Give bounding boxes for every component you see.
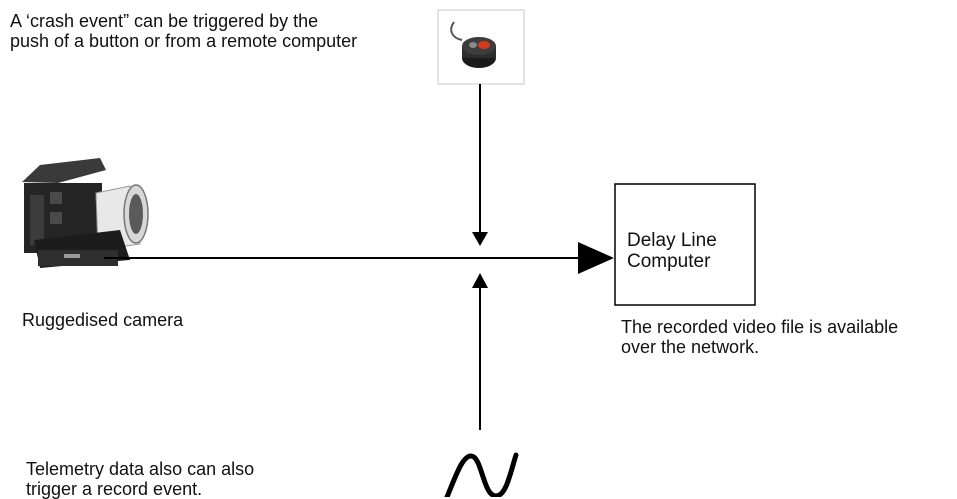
network-note-line-2: over the network. [621, 337, 760, 357]
arrowhead-up [472, 273, 488, 288]
crash-note-line-2: push of a button or from a remote comput… [10, 31, 358, 51]
arrowhead-right [578, 242, 614, 274]
camera-icon [22, 158, 149, 268]
box-label-line-2: Computer [627, 251, 711, 272]
arrowhead-down [472, 232, 488, 246]
delay-line-computer-label: Delay Line Computer [627, 230, 717, 272]
crash-button-icon [437, 9, 525, 85]
box-label-line-1: Delay Line [627, 230, 717, 251]
camera-label: Ruggedised camera [22, 310, 184, 330]
network-note: The recorded video file is available ove… [621, 317, 898, 357]
crash-event-note: A ‘crash event” can be triggered by the … [10, 11, 357, 51]
network-note-line-1: The recorded video file is available [621, 317, 899, 337]
telemetry-waveform-icon [444, 452, 519, 497]
delay-line-computer-box [614, 183, 756, 306]
crash-note-line-1: A ‘crash event” can be triggered by the [10, 11, 319, 31]
telemetry-note-line-1: Telemetry data also can also [26, 459, 255, 479]
telemetry-note: Telemetry data also can also trigger a r… [26, 459, 254, 499]
telemetry-note-line-2: trigger a record event. [26, 479, 203, 499]
